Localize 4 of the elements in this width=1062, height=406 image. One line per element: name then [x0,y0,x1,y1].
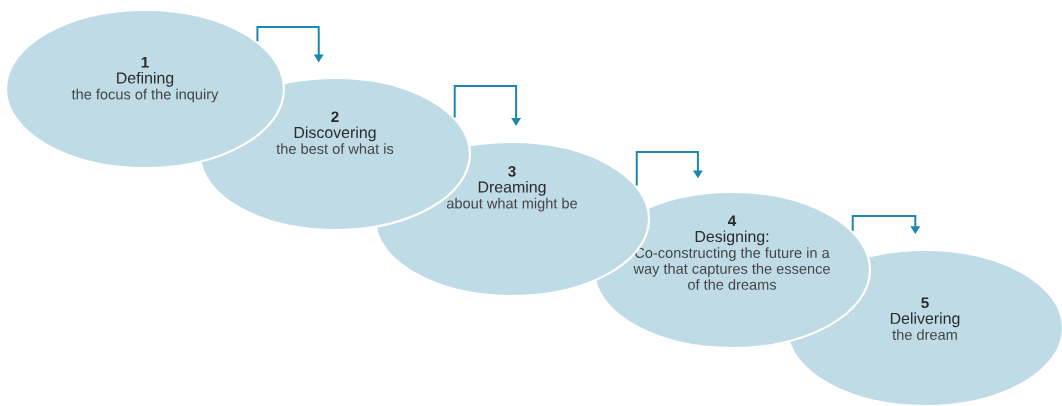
bent-arrow [635,151,703,187]
node-label: 5 [921,297,929,309]
node-label: the dream [892,329,957,340]
node-label: Delivering [890,312,960,328]
